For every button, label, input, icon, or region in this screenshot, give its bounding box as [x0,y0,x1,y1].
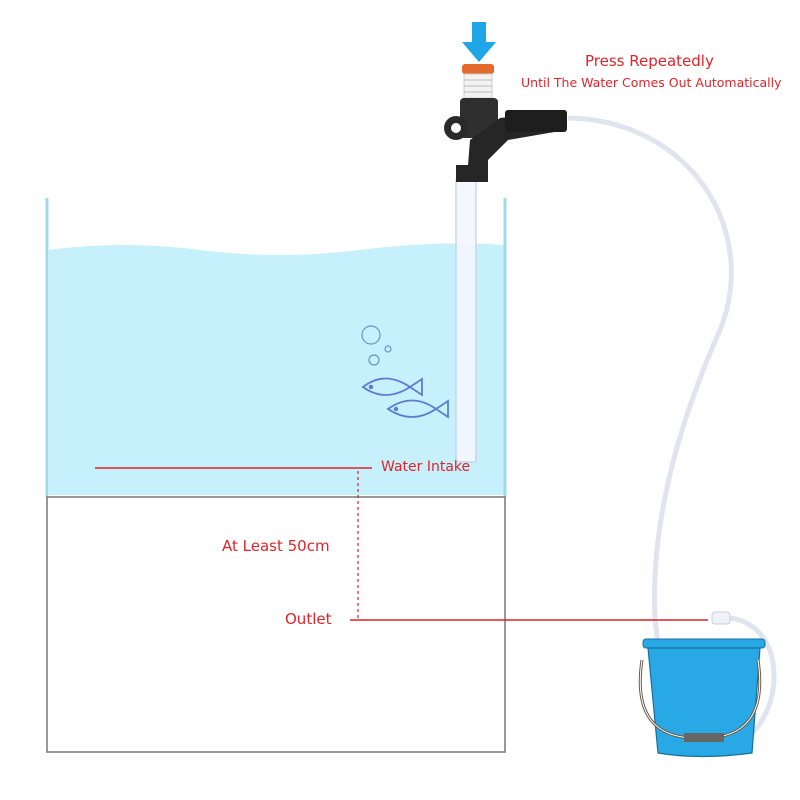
bubbles-icon [361,325,392,366]
outlet-nozzle [711,611,731,625]
press-arrow-icon [462,22,496,62]
fish-icon [361,377,449,419]
press-repeatedly-label: Press Repeatedly [585,52,714,70]
tank-stand [46,496,506,753]
pump-head [444,64,567,182]
outlet-label: Outlet [285,610,332,628]
intake-tube [455,179,477,463]
water-intake-label: Water Intake [381,459,471,475]
tank-water [49,243,505,495]
bucket-icon [638,638,766,758]
until-water-label: Until The Water Comes Out Automatically [521,75,782,90]
hose [567,115,734,661]
at-least-label: At Least 50cm [222,537,330,555]
